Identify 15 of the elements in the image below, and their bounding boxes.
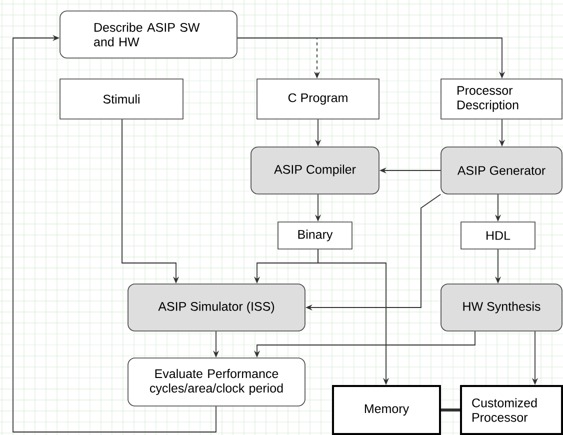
process-box: Describe ASIP SW and HW (60, 10, 238, 58)
data-box: Processor Description (440, 78, 562, 120)
process-box: HW Synthesis (440, 284, 562, 332)
data-box: Binary (278, 222, 352, 250)
data-box: Stimuli (60, 78, 184, 120)
connector-line (441, 408, 460, 412)
process-box: ASIP Compiler (250, 146, 380, 194)
data-box: HDL (460, 222, 536, 250)
process-box: ASIP Simulator (ISS) (128, 284, 306, 332)
hardware-box: Customized Processor (460, 385, 563, 435)
arrow (12, 34, 216, 432)
process-box: Evaluate Performance cycles/area/clock period (128, 358, 306, 406)
hardware-box: Memory (332, 385, 441, 435)
data-box: C Program (256, 78, 380, 120)
process-box: ASIP Generator (440, 146, 562, 194)
